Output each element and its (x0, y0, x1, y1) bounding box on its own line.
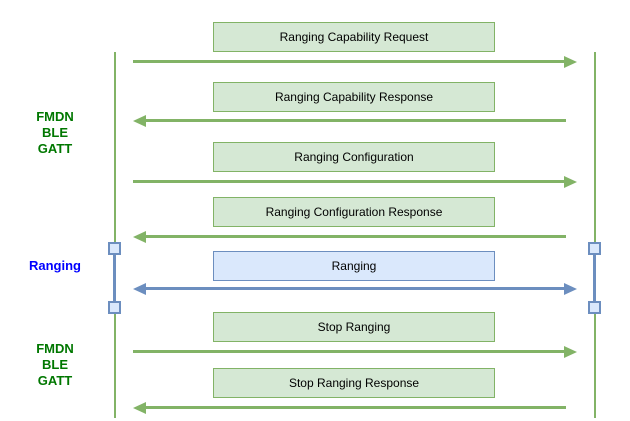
section-label-ranging: Ranging (10, 258, 100, 274)
message-box-stop-ranging: Stop Ranging (213, 312, 495, 342)
arrow-shaft (143, 287, 567, 290)
arrow-shaft (143, 406, 566, 409)
activation-endpoint (108, 242, 121, 255)
section-label-fmdn-ble-gatt-top: FMDN BLE GATT (10, 109, 100, 157)
message-box-ranging: Ranging (213, 251, 495, 281)
activation-endpoint (588, 242, 601, 255)
message-box-ranging-configuration: Ranging Configuration (213, 142, 495, 172)
arrow-stop-ranging (133, 346, 577, 358)
section-label-line: BLE (42, 125, 68, 140)
section-label-line: Ranging (29, 258, 81, 273)
arrow-shaft (133, 60, 567, 63)
arrow-shaft (133, 350, 567, 353)
lifeline-right (594, 52, 596, 418)
arrow-shaft (133, 180, 567, 183)
arrowhead-right-icon (564, 176, 577, 188)
arrow-ranging-capability-request (133, 56, 577, 68)
activation-endpoint (108, 301, 121, 314)
section-label-line: FMDN (36, 341, 74, 356)
arrowhead-left-icon (133, 115, 146, 127)
arrow-ranging-configuration (133, 176, 577, 188)
activation-bar-right (593, 246, 596, 310)
message-box-ranging-configuration-response: Ranging Configuration Response (213, 197, 495, 227)
arrowhead-left-icon (133, 402, 146, 414)
arrow-ranging-bidirectional (133, 283, 577, 295)
arrowhead-right-icon (564, 56, 577, 68)
arrow-ranging-capability-response (133, 115, 577, 127)
lifeline-left (114, 52, 116, 418)
message-box-ranging-capability-request: Ranging Capability Request (213, 22, 495, 52)
section-label-line: FMDN (36, 109, 74, 124)
arrowhead-left-icon (133, 231, 146, 243)
arrow-shaft (143, 235, 566, 238)
message-box-stop-ranging-response: Stop Ranging Response (213, 368, 495, 398)
message-box-ranging-capability-response: Ranging Capability Response (213, 82, 495, 112)
activation-bar-left (113, 246, 116, 310)
section-label-fmdn-ble-gatt-bottom: FMDN BLE GATT (10, 341, 100, 389)
arrowhead-right-icon (564, 346, 577, 358)
section-label-line: BLE (42, 357, 68, 372)
section-label-line: GATT (37, 373, 73, 388)
arrow-shaft (143, 119, 566, 122)
activation-endpoint (588, 301, 601, 314)
arrow-stop-ranging-response (133, 402, 577, 414)
arrow-ranging-configuration-response (133, 231, 577, 243)
arrowhead-left-icon (133, 283, 146, 295)
section-label-line: GATT (37, 141, 73, 156)
arrowhead-right-icon (564, 283, 577, 295)
